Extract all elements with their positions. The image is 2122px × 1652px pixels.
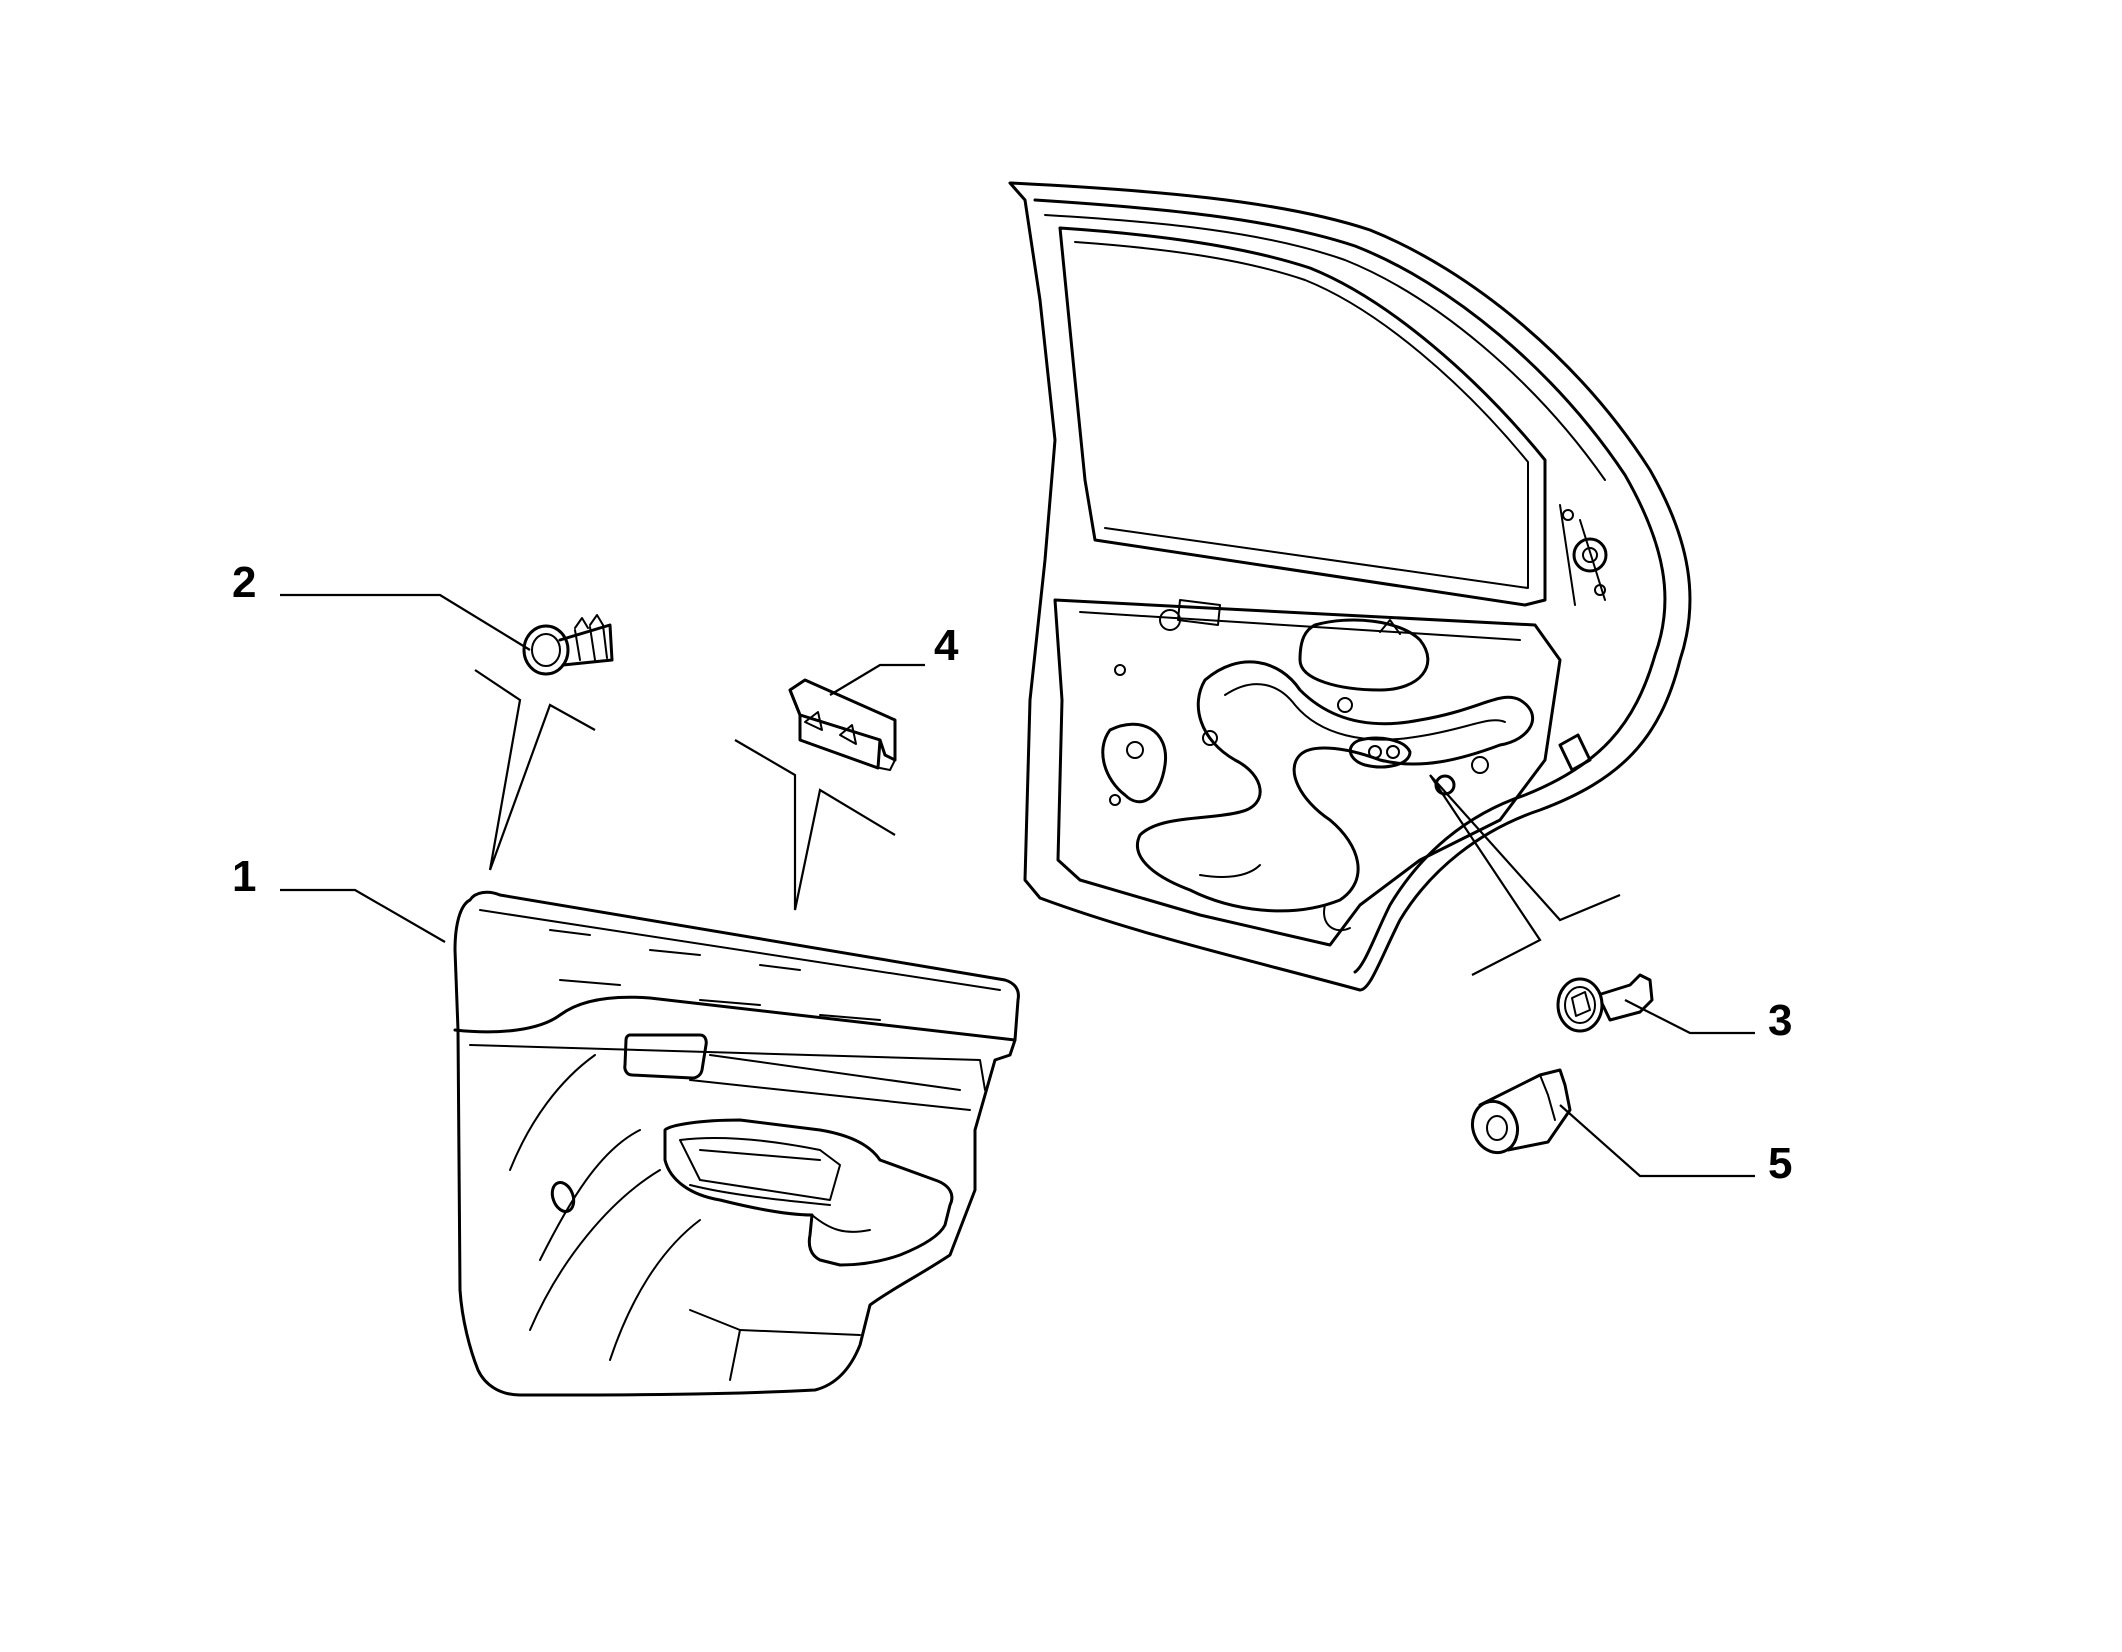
clip-part4 — [788, 678, 897, 771]
door-shell — [1008, 181, 1692, 992]
callout-1: 1 — [232, 852, 256, 901]
callout-5: 5 — [1768, 1139, 1792, 1188]
callout-3: 3 — [1768, 996, 1792, 1045]
callout-2: 2 — [232, 558, 256, 607]
fastener-part3 — [1556, 973, 1654, 1033]
plug-part5 — [1470, 1068, 1572, 1155]
leader-lines — [280, 593, 1755, 1178]
assembly-arrows — [474, 669, 1621, 976]
push-fastener-part2 — [522, 614, 614, 676]
callout-labels: 1 2 3 4 5 — [232, 558, 1792, 1188]
door-trim-panel — [453, 890, 1020, 1397]
callout-4: 4 — [934, 621, 959, 670]
